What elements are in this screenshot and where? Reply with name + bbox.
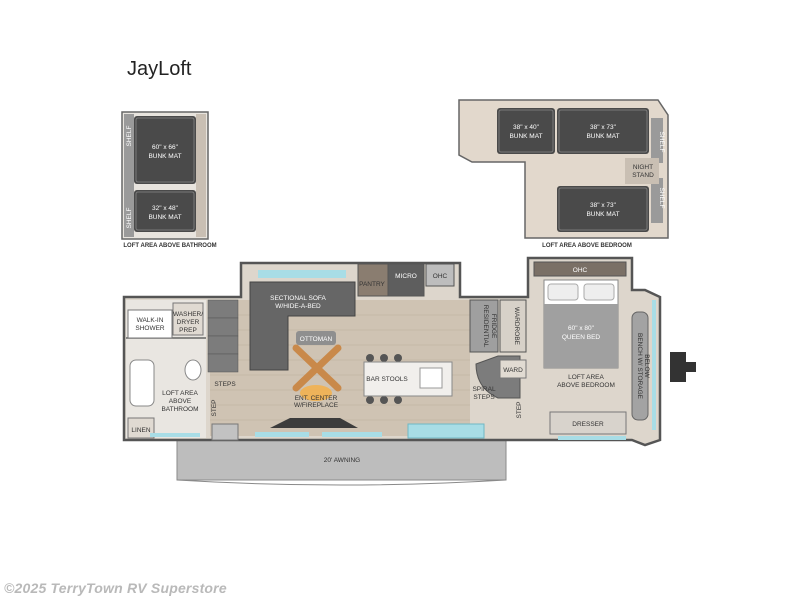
step-right-label: STEP xyxy=(516,402,523,419)
steps-left-label: STEPS xyxy=(214,381,236,388)
ohc-kitchen-label: OHC xyxy=(433,273,448,280)
loft-bed-line1: LOFT AREA xyxy=(568,374,604,381)
fridge-line2: FRIDGE xyxy=(490,314,497,339)
micro-label: MICRO xyxy=(395,273,417,280)
bunk-c-label: BUNK MAT xyxy=(586,211,619,218)
shelf-right-bottom-label: SHELF xyxy=(658,188,665,209)
loft-right-caption: LOFT AREA ABOVE BEDROOM xyxy=(542,243,632,249)
loft-bath-line1: LOFT AREA xyxy=(162,390,198,397)
bunk-bottom-label: BUNK MAT xyxy=(148,214,181,221)
sofa-line1: SECTIONAL SOFA xyxy=(270,295,326,302)
ent-center-line2: W/FIREPLACE xyxy=(294,402,339,409)
loft-above-bedroom: 38" x 40" BUNK MAT 38" x 73" BUNK MAT 38… xyxy=(458,99,669,249)
bunk-top-size: 60" x 66" xyxy=(152,144,179,151)
pantry-label: PANTRY xyxy=(359,281,385,288)
nightstand-line2: STAND xyxy=(632,172,654,179)
watermark: ©2025 TerryTown RV Superstore xyxy=(4,580,227,596)
bunk-b-size: 38" x 73" xyxy=(590,124,617,131)
loft-bed-line2: ABOVE BEDROOM xyxy=(557,382,615,389)
ward-label: WARD xyxy=(503,367,523,374)
main-floor: 20' AWNING WALK-IN SHOWER WASHER/ DRYER … xyxy=(122,256,696,486)
bench-line2: BELOW xyxy=(643,354,650,378)
bunk-c-size: 38" x 73" xyxy=(590,202,617,209)
spiral-line1: SPIRAL xyxy=(472,386,496,393)
bunk-a-size: 38" x 40" xyxy=(513,124,540,131)
spiral-line2: STEPS xyxy=(473,394,495,401)
bunk-bottom-size: 32" x 48" xyxy=(152,205,179,212)
floorplan-title: JayLoft xyxy=(127,58,192,80)
shelf-bottom-label: SHELF xyxy=(126,207,133,228)
bench-line1: BENCH W/ STORAGE xyxy=(636,333,643,400)
loft-left-caption: LOFT AREA ABOVE BATHROOM xyxy=(123,243,216,249)
washer-line2: DRYER xyxy=(177,319,200,326)
ent-center-line1: ENT. CENTER xyxy=(295,395,338,402)
dresser-label: DRESSER xyxy=(572,421,604,428)
shelf-right-top-label: SHELF xyxy=(658,132,665,153)
queen-bed-size: 60" x 80" xyxy=(568,325,595,332)
ottoman-label: OTTOMAN xyxy=(300,336,333,343)
awning-label: 20' AWNING xyxy=(324,457,360,464)
ohc-bed-label: OHC xyxy=(573,267,588,274)
wardrobe-label: WARDROBE xyxy=(513,307,520,346)
bunk-b-label: BUNK MAT xyxy=(586,133,619,140)
step-left-label: STEP xyxy=(211,400,218,417)
shelf-top-label: SHELF xyxy=(126,125,133,146)
sofa-line2: W/HIDE-A-BED xyxy=(275,303,321,310)
loft-bath-line2: ABOVE xyxy=(169,398,192,405)
bunk-a-label: BUNK MAT xyxy=(509,133,542,140)
washer-line3: PREP xyxy=(179,327,197,334)
loft-bath-line3: BATHROOM xyxy=(161,406,198,413)
fridge-line1: RESIDENTIAL xyxy=(482,305,489,348)
linen-label: LINEN xyxy=(131,427,150,434)
bunk-top-label: BUNK MAT xyxy=(148,153,181,160)
washer-line1: WASHER/ xyxy=(173,311,203,318)
loft-above-bathroom: 60" x 66" BUNK MAT 32" x 48" BUNK MAT SH… xyxy=(121,111,217,249)
nightstand-line1: NIGHT xyxy=(633,164,653,171)
walkin-shower-line1: WALK-IN xyxy=(137,317,164,324)
queen-bed-label: QUEEN BED xyxy=(562,334,601,341)
walkin-shower-line2: SHOWER xyxy=(135,325,165,332)
bar-stools-label: BAR STOOLS xyxy=(366,376,408,383)
